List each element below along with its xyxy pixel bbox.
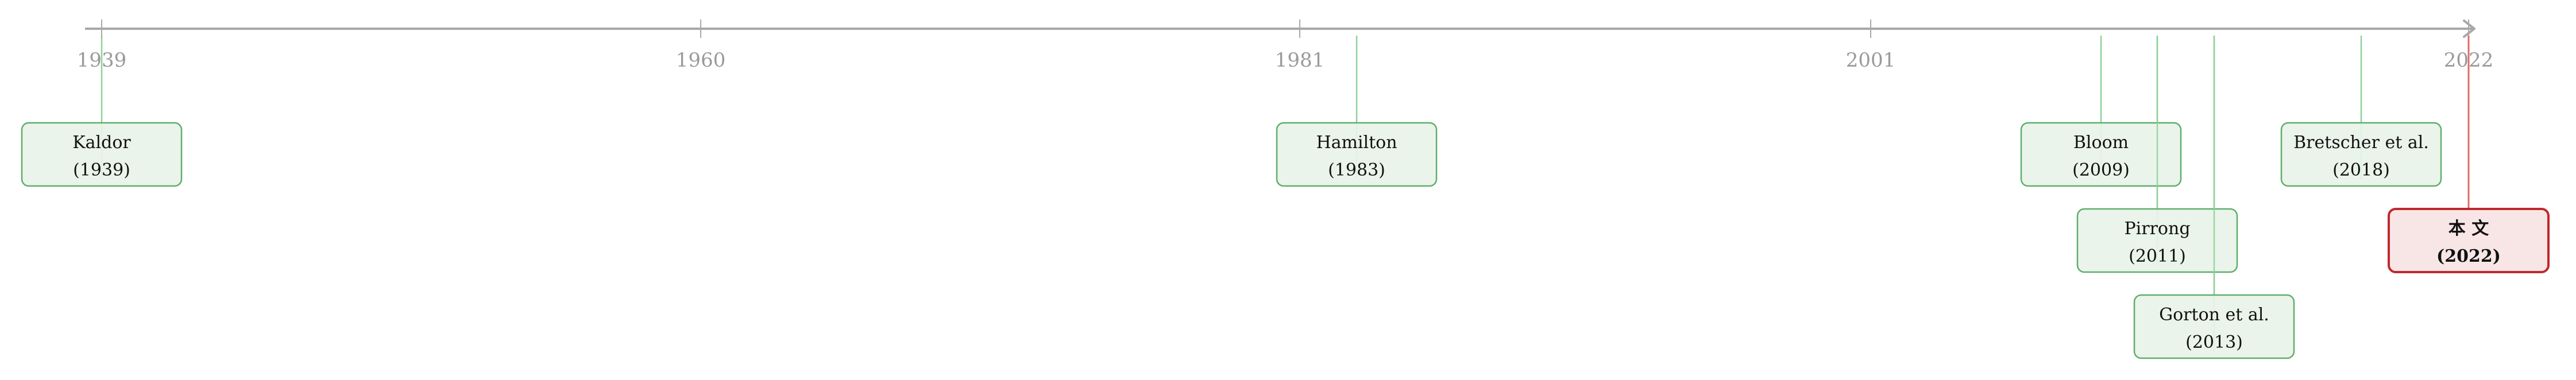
event-year: (1983) xyxy=(1328,160,1385,180)
event-cards: Kaldor (1939) Hamilton (1983) Bloom (2009) Pir… xyxy=(21,122,2550,359)
event-card-bloom: Bloom (2009) xyxy=(2020,122,2182,187)
event-year: (2011) xyxy=(2129,246,2186,266)
event-year: (2009) xyxy=(2072,160,2130,180)
connector-layer xyxy=(101,36,2470,351)
event-card-box xyxy=(1276,122,1438,187)
event-year: (2022) xyxy=(2436,246,2501,266)
event-card-box xyxy=(2133,294,2295,359)
event-card-gorton: Gorton et al. (2013) xyxy=(2133,294,2295,359)
axis-tick-label: 2001 xyxy=(1846,49,1896,72)
event-card-box xyxy=(2280,122,2442,187)
event-year: (2013) xyxy=(2185,332,2243,352)
axis-tick-label: 1939 xyxy=(77,49,127,72)
event-card-box xyxy=(21,122,183,187)
event-name: Pirrong xyxy=(2124,219,2190,239)
connector-overlay xyxy=(2156,36,2470,294)
event-name: Hamilton xyxy=(1316,133,1397,153)
event-card-this-paper: 本 文 (2022) xyxy=(2388,208,2550,273)
event-year: (2018) xyxy=(2332,160,2390,180)
event-name: Bloom xyxy=(2073,133,2129,153)
event-year: (1939) xyxy=(73,160,130,180)
event-card-box xyxy=(2020,122,2182,187)
event-name: Gorton et al. xyxy=(2159,305,2269,325)
event-name: 本 文 xyxy=(2448,219,2489,239)
axis-tick-label: 1981 xyxy=(1275,49,1325,72)
event-name: Kaldor xyxy=(72,133,131,153)
event-card-pirrong: Pirrong (2011) xyxy=(2076,208,2238,273)
event-card-box xyxy=(2388,208,2550,273)
event-card-bretscher: Bretscher et al. (2018) xyxy=(2280,122,2442,187)
event-card-box xyxy=(2076,208,2238,273)
event-card-kaldor: Kaldor (1939) xyxy=(21,122,183,187)
event-card-hamilton: Hamilton (1983) xyxy=(1276,122,1438,187)
axis-tick-label: 1960 xyxy=(676,49,726,72)
event-name: Bretscher et al. xyxy=(2293,133,2429,153)
